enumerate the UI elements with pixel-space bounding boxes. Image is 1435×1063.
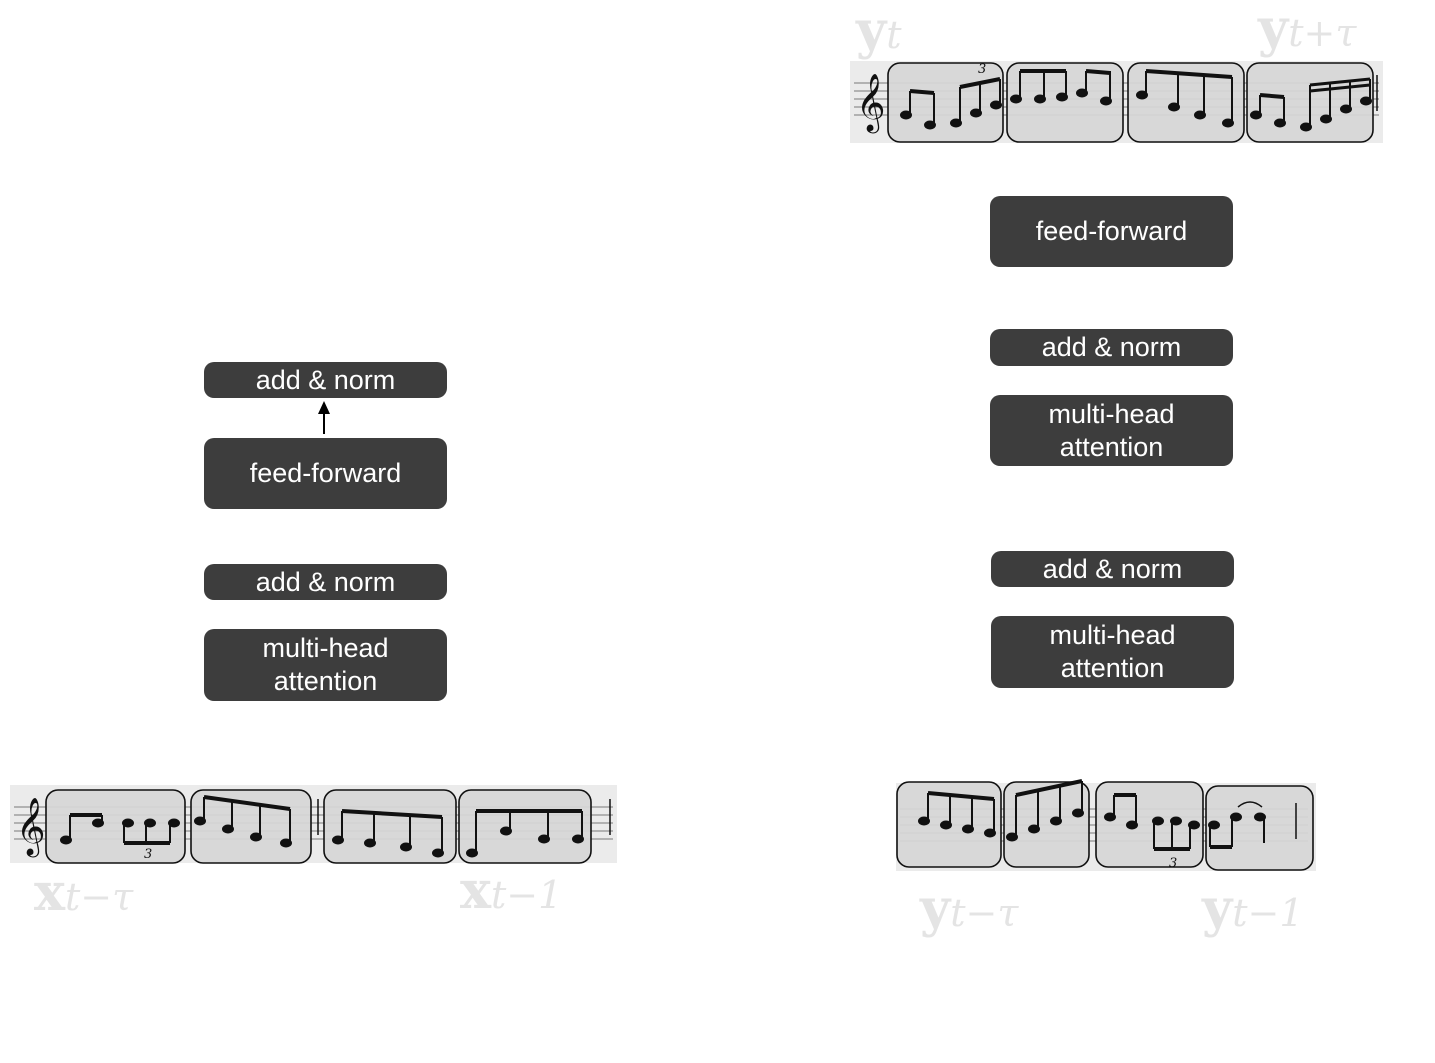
- encoder-add-norm-bottom: add & norm: [204, 564, 447, 600]
- encoder-feed-forward-label: feed-forward: [249, 458, 402, 488]
- decoder-add-norm-top: add & norm: [990, 329, 1233, 366]
- decoder-self-attention-line2: attention: [1060, 653, 1165, 683]
- up-arrow-icon: [318, 401, 330, 434]
- tuplet-mark: 3: [144, 847, 152, 862]
- label-var: y: [1258, 0, 1289, 59]
- decoder-add-norm-top-label: add & norm: [1041, 332, 1182, 362]
- label-var: y: [920, 878, 951, 939]
- label-sub: t: [886, 13, 902, 57]
- label-sub: t−τ: [65, 875, 134, 919]
- decoder-output-staff: 𝄞 3: [850, 61, 1383, 143]
- encoder-attention-line1: multi-head: [262, 633, 389, 663]
- decoder-input-staff: 3: [896, 779, 1316, 871]
- decoder-self-attention: multi-head attention: [991, 616, 1234, 688]
- encoder-add-norm-bottom-label: add & norm: [255, 566, 396, 597]
- label-var: x: [460, 860, 492, 921]
- encoder-input-label-right: xt−1: [460, 860, 562, 921]
- decoder-self-attention-line1: multi-head: [1049, 620, 1176, 650]
- decoder-input-label-left: yt−τ: [920, 878, 1018, 939]
- treble-clef-icon: 𝄞: [16, 797, 46, 858]
- label-sub: t−1: [491, 873, 563, 917]
- treble-clef-icon: 𝄞: [856, 73, 886, 134]
- label-sub: t−1: [1232, 891, 1304, 935]
- encoder-input-label-left: xt−τ: [34, 862, 133, 923]
- decoder-cross-attention: multi-head attention: [990, 395, 1233, 466]
- decoder-add-norm-bottom-label: add & norm: [1042, 553, 1183, 584]
- decoder-input-label-right: yt−1: [1202, 878, 1304, 939]
- encoder-feed-forward: feed-forward: [204, 438, 447, 509]
- decoder-feed-forward-label: feed-forward: [1035, 216, 1188, 246]
- encoder-add-norm-top-label: add & norm: [255, 364, 396, 395]
- decoder-cross-attention-line1: multi-head: [1048, 398, 1175, 429]
- decoder-add-norm-bottom: add & norm: [991, 551, 1234, 587]
- tuplet-mark: 3: [1169, 856, 1177, 871]
- label-sub: t+τ: [1288, 11, 1357, 55]
- decoder-output-label-left: yt: [856, 0, 902, 61]
- encoder-input-staff: 𝄞 3: [10, 785, 617, 864]
- label-var: x: [34, 862, 66, 923]
- tuplet-mark: 3: [978, 62, 986, 77]
- decoder-cross-attention-line2: attention: [1059, 431, 1164, 462]
- label-var: y: [856, 0, 887, 61]
- encoder-attention-line2: attention: [273, 666, 378, 696]
- encoder-multi-head-attention: multi-head attention: [204, 629, 447, 701]
- label-var: y: [1202, 878, 1233, 939]
- decoder-feed-forward: feed-forward: [990, 196, 1233, 267]
- decoder-output-label-right: yt+τ: [1258, 0, 1356, 59]
- encoder-add-norm-top: add & norm: [204, 362, 447, 398]
- label-sub: t−τ: [950, 891, 1019, 935]
